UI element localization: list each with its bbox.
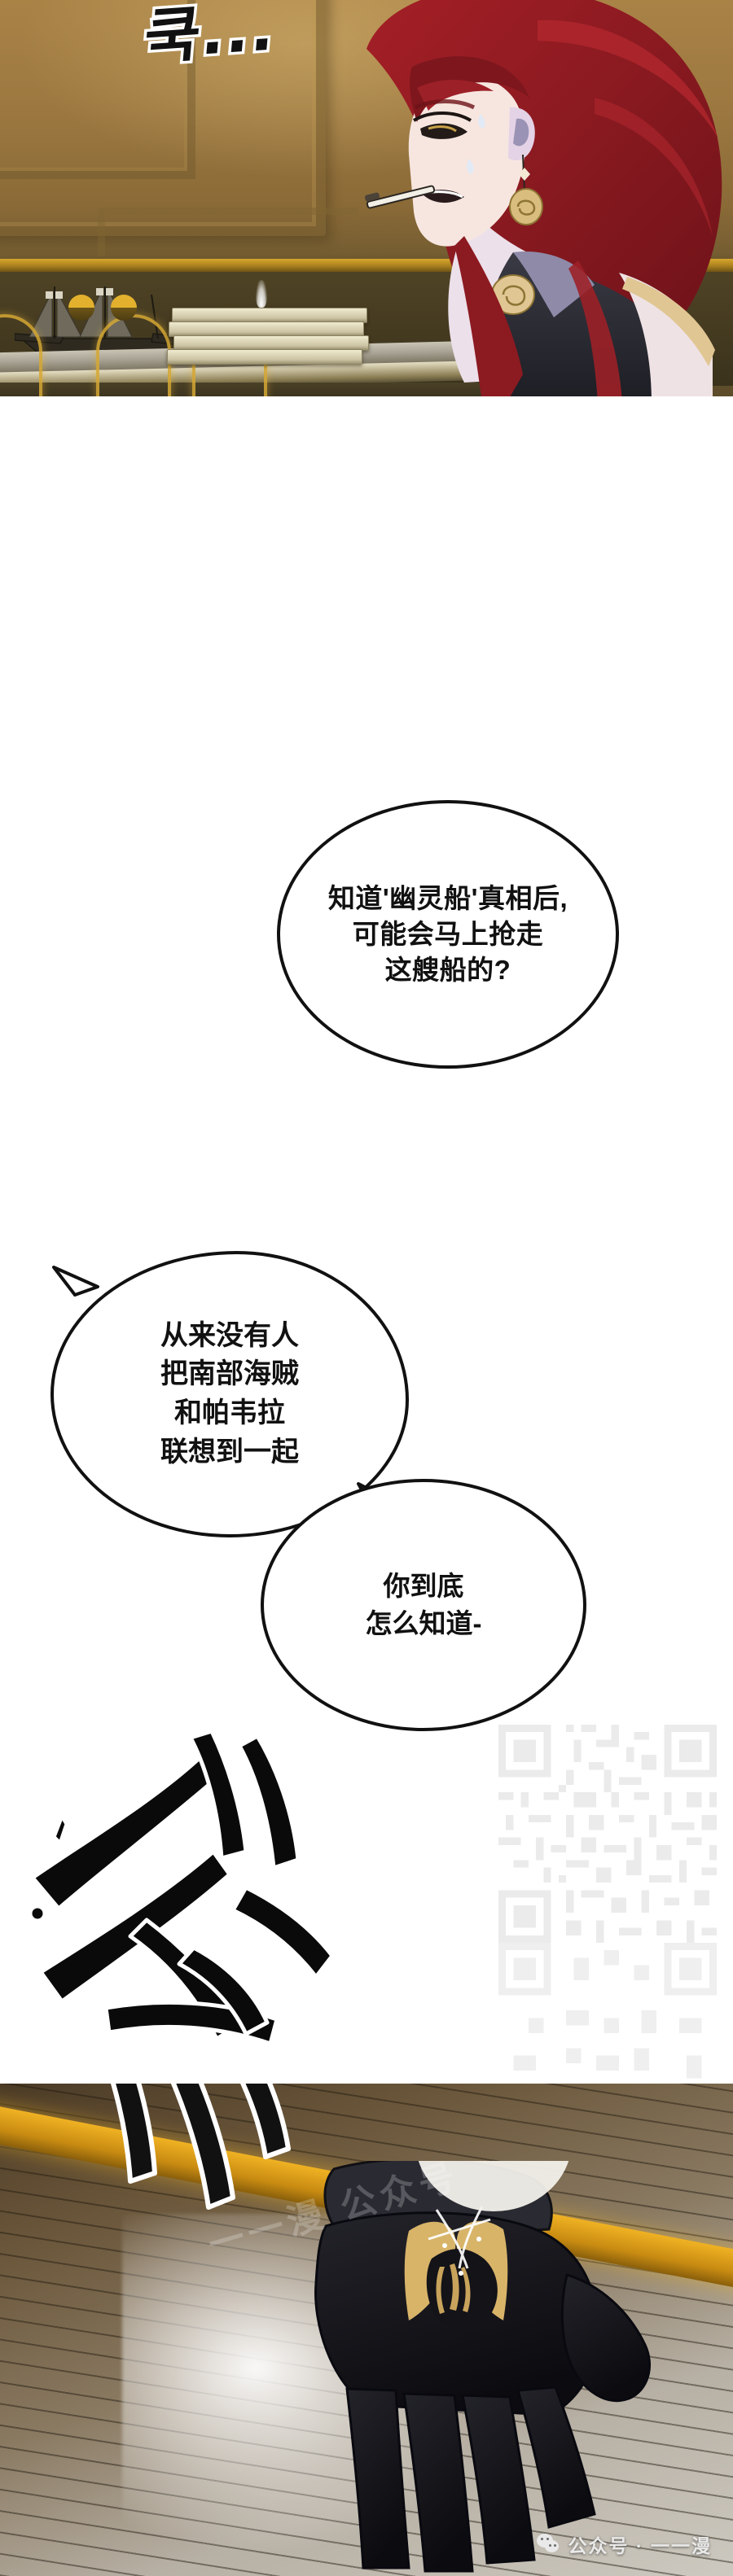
speech-bubble-2: 从来没有人 把南部海贼 和帕韦拉 联想到一起 xyxy=(50,1251,409,1537)
wall-molding-frame xyxy=(0,0,326,236)
lamp-smoke xyxy=(256,280,267,308)
wall-molding-step xyxy=(98,208,358,256)
speech-bubble-2-tail xyxy=(52,1266,99,1297)
speech-bubble-1-text: 知道'幽灵船'真相后, 可能会马上抢走 这艘船的? xyxy=(327,882,568,986)
character-red-haired-woman xyxy=(364,0,722,396)
sfx-top: 쿡... xyxy=(138,0,292,93)
wechat-icon xyxy=(536,2534,561,2555)
sfx-top-text: 쿡... xyxy=(138,0,282,76)
wall-molding-frame-inner xyxy=(0,0,195,179)
speech-bubble-3-text: 你到底 怎么知道- xyxy=(365,1570,482,1638)
book-stack xyxy=(167,308,369,365)
watermark: 公众号 · 一一漫 xyxy=(536,2530,712,2558)
watermark-text: 公众号 · 一一漫 xyxy=(568,2535,712,2556)
panel-gloved-hand: 一一漫 公众号 公众号 · 一一漫 xyxy=(0,2084,733,2576)
speech-bubble-1: 知道'幽灵船'真相后, 可能会马上抢走 这艘船的? xyxy=(277,800,619,1069)
panel-dialogue-gutter: 知道'幽灵船'真相后, 可能会马上抢走 这艘船的? 从来没有人 把南部海贼 和帕… xyxy=(0,396,733,2161)
speech-bubble-2-text: 从来没有人 把南部海贼 和帕韦拉 联想到一起 xyxy=(160,1319,299,1467)
gloved-hand xyxy=(314,2161,652,2573)
qr-code-watermark xyxy=(498,1725,717,1943)
speech-bubble-3: 你到底 怎么知道- xyxy=(261,1479,586,1731)
panel-cabin-interior: 쿡... xyxy=(0,0,733,396)
sfx-brush-tail-outline xyxy=(110,2084,291,2210)
sfx-brush-calligraphy xyxy=(28,1729,335,2046)
